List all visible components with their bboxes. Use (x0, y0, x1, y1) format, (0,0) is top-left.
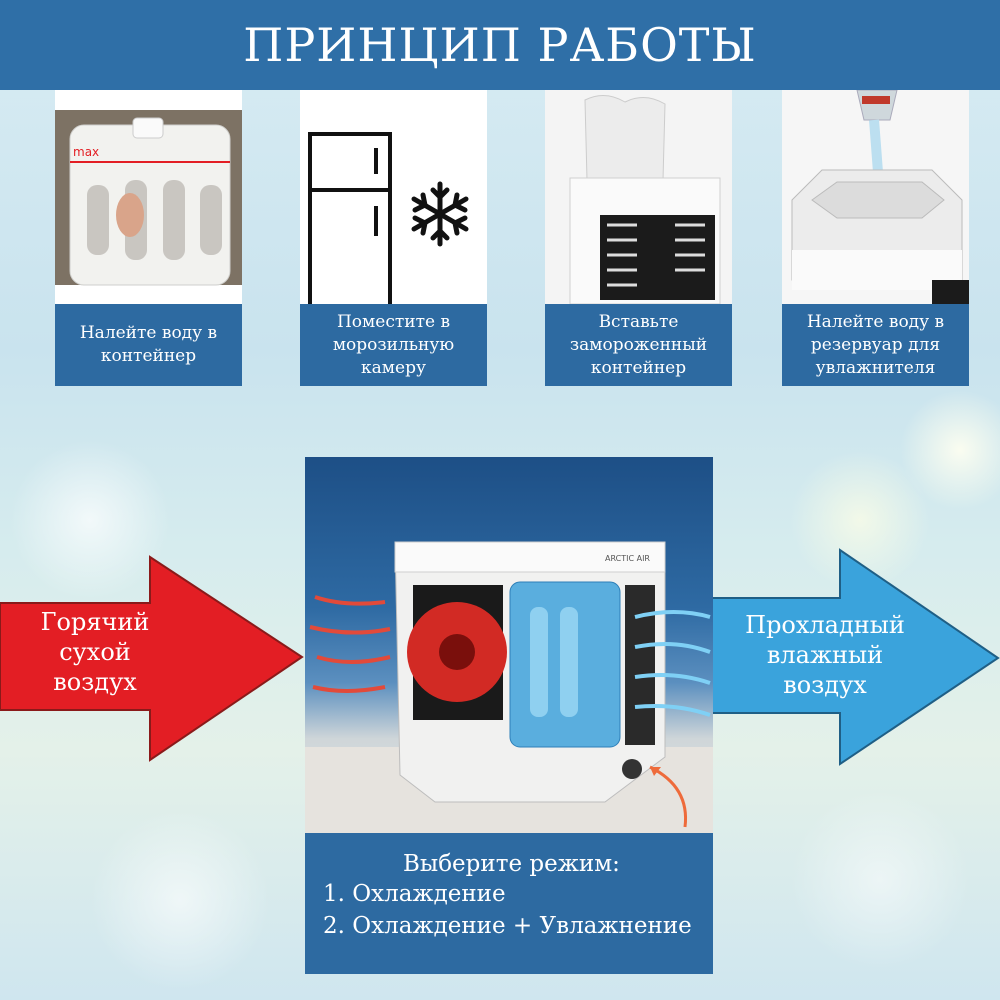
mode-panel: Выберите режим: 1. Охлаждение 2. Охлажде… (305, 833, 713, 974)
cooler-insert-photo (545, 90, 732, 304)
step-3-card: Вставьте замороженный контейнер (545, 90, 732, 386)
brand-label: ARCTIC AIR (605, 554, 650, 563)
step-2-caption: Поместите в морозильную камеру (300, 304, 487, 386)
snowflake-icon (411, 181, 469, 247)
step-1-card: max Налейте воду в контейнер (55, 90, 242, 386)
cool-air-label: Прохладный влажный воздух (745, 611, 905, 699)
step-3-caption: Вставьте замороженный контейнер (545, 304, 732, 386)
air-cooler-photo: ARCTIC AIR (305, 457, 713, 833)
step-4-card: Налейте воду в резервуар для увлажнителя (782, 90, 969, 386)
pour-water-photo (782, 90, 969, 304)
hot-air-label: Горячий сухой воздух (40, 608, 150, 696)
cool-air-arrow (710, 548, 1000, 766)
mode-option-cooling-humidifying: 2. Охлаждение + Увлажнение (323, 913, 692, 939)
water-container-photo: max (55, 90, 242, 304)
page-title: ПРИНЦИП РАБОТЫ (243, 18, 757, 72)
step-2-card: Поместите в морозильную камеру (300, 90, 487, 386)
step-4-caption: Налейте воду в резервуар для увлажнителя (782, 304, 969, 386)
hot-air-arrow (0, 555, 304, 762)
header-banner: ПРИНЦИП РАБОТЫ (0, 0, 1000, 90)
device-panel: ARCTIC AIR Выберите режим: 1. Охлаждение… (305, 457, 713, 974)
max-mark: max (73, 145, 99, 159)
mode-option-cooling: 1. Охлаждение (323, 881, 506, 907)
mode-title: Выберите режим: (403, 851, 620, 877)
freezer-icon (300, 90, 487, 304)
step-1-caption: Налейте воду в контейнер (55, 304, 242, 386)
